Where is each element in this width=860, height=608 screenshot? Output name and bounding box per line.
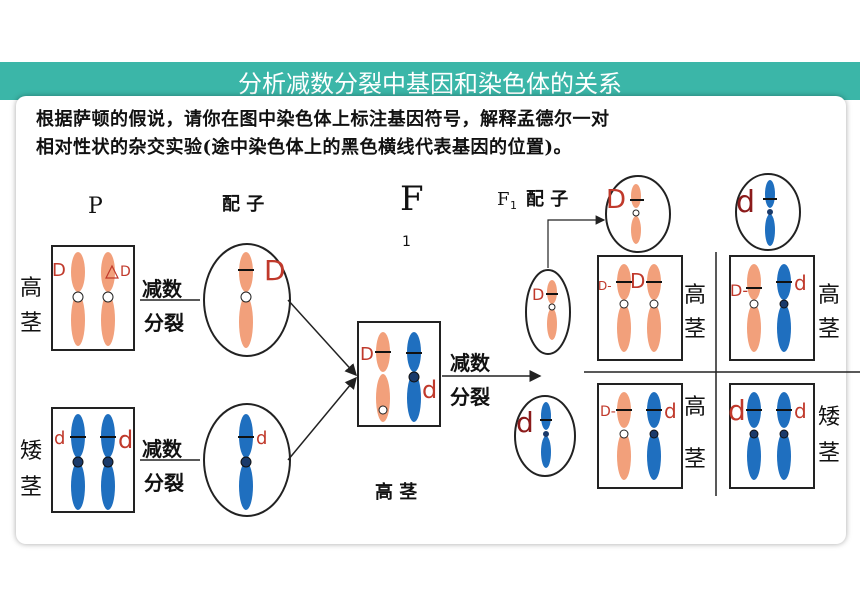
meiosis-label: 分裂 [144, 471, 184, 495]
chromosome-blue [100, 414, 116, 510]
chromosome-blue [763, 180, 777, 246]
chromosome-orange [375, 332, 391, 422]
gamete-cell [203, 403, 291, 517]
chromosome-orange [71, 252, 85, 346]
gene-label: d [54, 428, 65, 449]
f1-cell [357, 321, 441, 427]
gene-label: d [728, 394, 746, 427]
chromosome-blue [776, 264, 792, 352]
label-f1-tall: 高 茎 [375, 481, 417, 503]
label-tall-4: 高 [684, 395, 706, 420]
label-stem-4: 茎 [818, 317, 840, 342]
chromosome-orange [101, 252, 115, 346]
label-f1-sub: 1 [402, 234, 411, 250]
gene-label: d [118, 426, 133, 454]
chromosome-blue [238, 414, 254, 510]
chromosome-blue [406, 332, 422, 422]
meiosis-label: 减数 [142, 277, 183, 301]
gene-label: D [264, 254, 286, 287]
label-f1-gamete-sub: 1 [510, 199, 517, 212]
label-p: P [88, 194, 103, 219]
offspring-cell [597, 383, 683, 489]
gene-label: d [256, 428, 267, 449]
chromosome-orange [546, 280, 558, 340]
chromosome-orange [616, 392, 632, 480]
label-stem-2: 茎 [20, 475, 42, 500]
gene-label: D- [598, 279, 612, 293]
gene-label: D [120, 264, 131, 280]
chromosome-blue [776, 392, 792, 480]
chromosome-orange [746, 264, 762, 352]
label-stem-3: 茎 [684, 317, 706, 342]
gamete-cell [514, 395, 576, 477]
gene-label: D [532, 285, 544, 304]
gene-label: d [736, 185, 755, 220]
gene-label: D- [600, 404, 616, 420]
gene-label: d [664, 399, 677, 423]
instructions: 根据萨顿的假说，请你在图中染色体上标注基因符号，解释孟德尔一对 相对性状的杂交实… [36, 106, 826, 162]
chromosome-blue [540, 402, 552, 468]
label-tall-1: 高 [20, 276, 42, 301]
instructions-line-1: 根据萨顿的假说，请你在图中染色体上标注基因符号，解释孟德尔一对 [36, 109, 610, 130]
offspring-cell [729, 255, 815, 361]
meiosis-label: 减数 [450, 351, 491, 375]
content-card [16, 96, 846, 544]
label-stem-6: 茎 [818, 441, 840, 466]
label-f1: F [400, 179, 424, 219]
gene-label: D [52, 260, 66, 281]
meiosis-label: 分裂 [450, 385, 490, 409]
offspring-cell [729, 383, 815, 489]
chromosome-orange [630, 184, 644, 244]
gamete-cell [605, 175, 671, 253]
gene-label: d [794, 271, 807, 295]
gene-label: D [360, 344, 374, 365]
instructions-line-2: 相对性状的杂交实验(途中染色体上的黑色横线代表基因的位置)。 [36, 137, 573, 158]
label-tall-3: 高 [818, 283, 840, 308]
label-stem-1: 茎 [20, 311, 42, 336]
offspring-cell [597, 255, 683, 361]
chromosome-blue [746, 392, 762, 480]
gene-label: D- [730, 281, 748, 300]
chromosome-blue [70, 414, 86, 510]
chromosome-blue [646, 392, 662, 480]
meiosis-label: 减数 [142, 437, 183, 461]
gene-label: D [630, 269, 645, 293]
page-title: 分析减数分裂中基因和染色体的关系 [238, 70, 622, 98]
chromosome-orange [646, 264, 662, 352]
gamete-cell [735, 173, 801, 251]
label-gamete: 配 子 [222, 194, 264, 215]
gamete-cell [203, 243, 291, 357]
meiosis-label: 分裂 [144, 311, 184, 335]
gene-label: d [516, 406, 534, 439]
chromosome-orange [616, 264, 632, 352]
gamete-cell [525, 269, 571, 355]
gene-label: D [606, 185, 626, 215]
label-dwarf-1: 矮 [20, 439, 42, 464]
label-f1-gamete-text: 配 子 [526, 189, 568, 210]
parent-tall-cell [51, 245, 135, 351]
label-stem-5: 茎 [684, 447, 706, 472]
label-dwarf-2: 矮 [818, 405, 840, 430]
label-tall-2: 高 [684, 283, 706, 308]
label-f1-gamete-f: F [497, 189, 510, 210]
parent-dwarf-cell [51, 407, 135, 513]
title-bar [0, 62, 860, 100]
gene-label: d [794, 399, 807, 423]
gene-label: d [422, 376, 437, 404]
chromosome-orange [238, 252, 254, 348]
